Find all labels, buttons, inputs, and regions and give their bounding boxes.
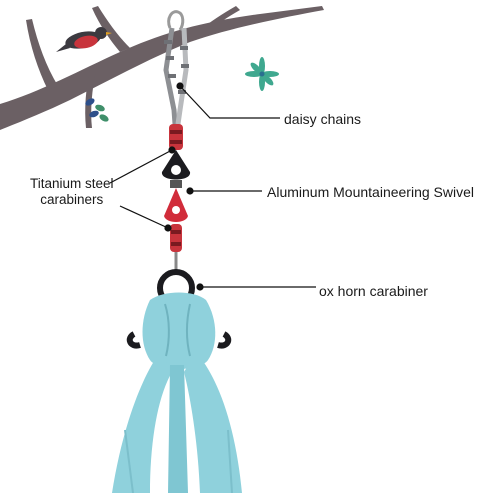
daisy-chains-label: daisy chains xyxy=(284,111,362,127)
leader-lines xyxy=(109,82,316,291)
aerial-silk-fabric xyxy=(112,292,242,493)
upper-carabiner xyxy=(169,124,183,150)
top-hook xyxy=(167,10,185,31)
swivel-label: Aluminum Mountaineering Swivel xyxy=(267,184,474,200)
ox-horn-label: ox horn carabiner xyxy=(319,283,428,299)
bird-icon xyxy=(56,27,112,52)
titanium-carabiners-label: Titanium steel carabiners xyxy=(30,176,114,207)
swivel-top xyxy=(161,150,191,180)
tree-branch xyxy=(0,6,324,130)
titanium-label-line-1: Titanium steel xyxy=(30,176,114,191)
leaves-icon xyxy=(85,98,109,122)
flower-icon xyxy=(245,57,279,91)
titanium-label-line-2: carabiners xyxy=(40,191,104,207)
swivel-body xyxy=(164,180,188,222)
lower-carabiner xyxy=(170,224,182,272)
